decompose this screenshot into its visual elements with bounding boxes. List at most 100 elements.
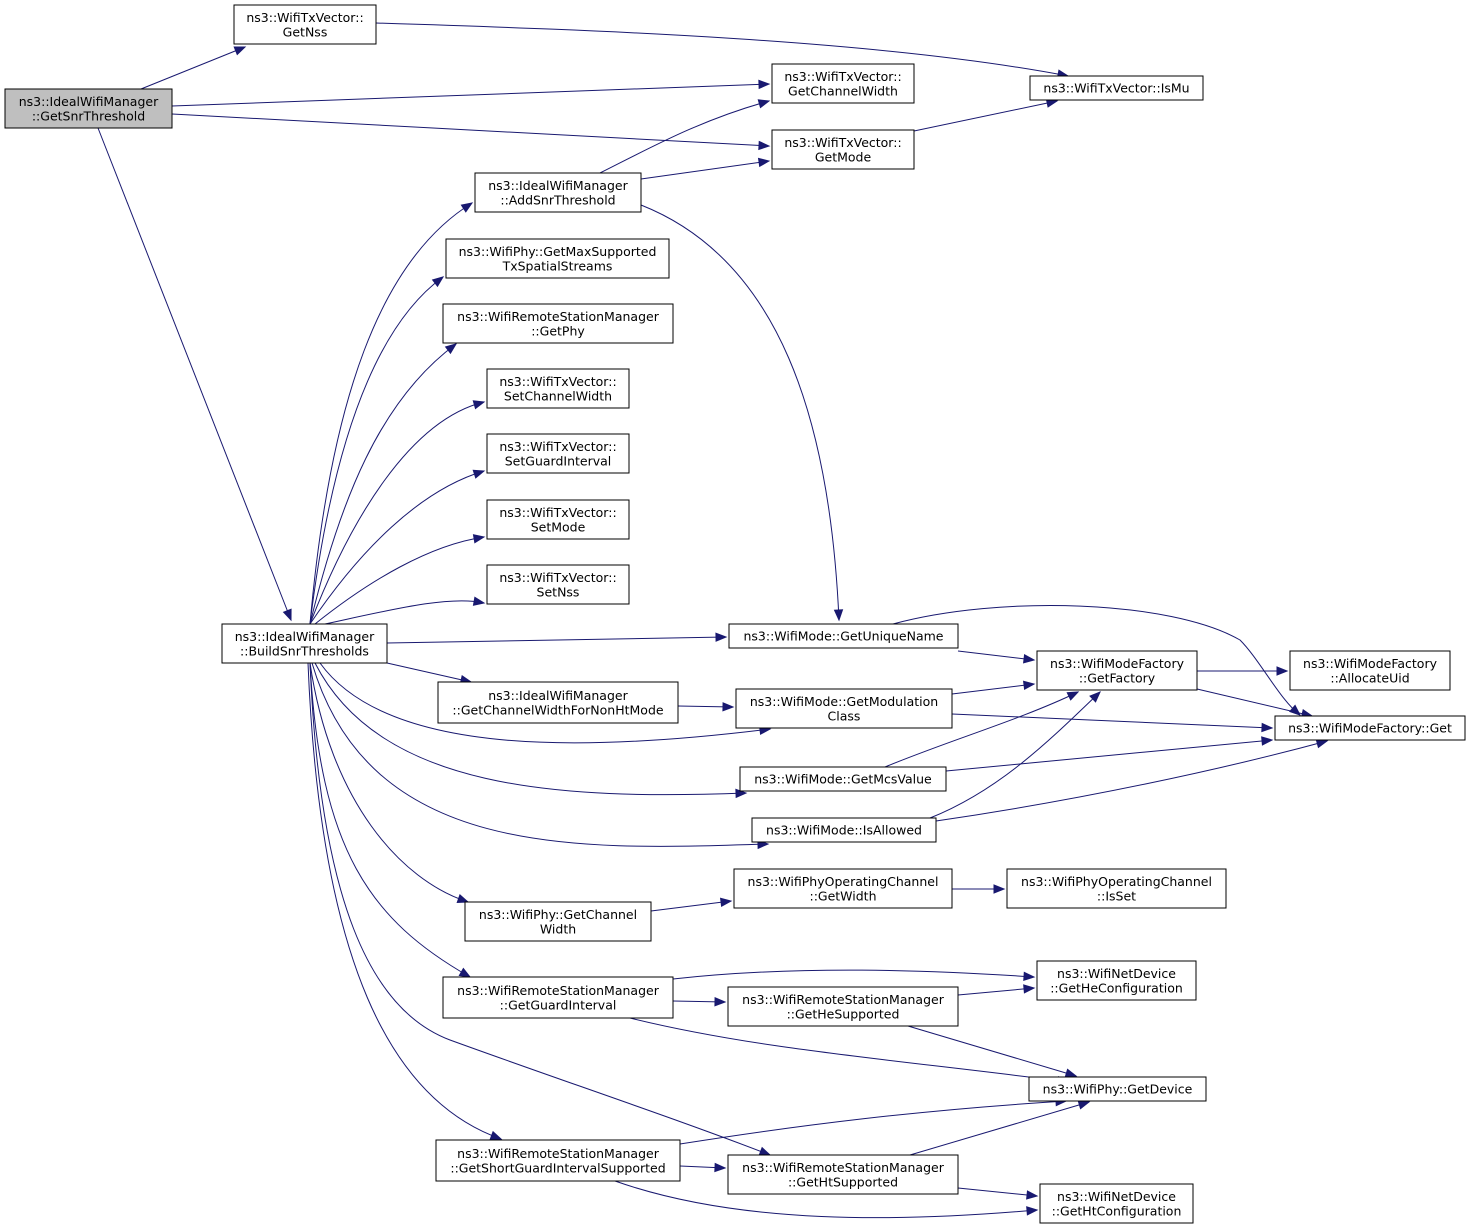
- node-getchw[interactable]: ns3::WifiTxVector::GetChannelWidth: [771, 63, 915, 104]
- node-label-line: ns3::WifiPhyOperatingChannel: [748, 874, 939, 889]
- edge-line: [386, 662, 472, 683]
- edge-line: [913, 100, 1058, 132]
- edge-getsnr-to-getmode: [171, 113, 771, 151]
- node-getdev[interactable]: ns3::WifiPhy::GetDevice: [1028, 1076, 1207, 1102]
- node-box: [1289, 650, 1451, 691]
- edge-uniq-to-getfactory: [957, 650, 1036, 664]
- edge-getgi-to-hecfg: [672, 969, 1036, 982]
- edge-layer: [97, 22, 1329, 1219]
- arrow-head-icon: [1064, 1068, 1078, 1078]
- node-box: [486, 368, 630, 409]
- node-hecfg[interactable]: ns3::WifiNetDevice::GetHeConfiguration: [1036, 960, 1197, 1001]
- arrow-head-icon: [993, 884, 1006, 894]
- edge-modcls-to-mfget: [951, 713, 1274, 733]
- edge-getsnr-to-getchw: [171, 79, 771, 107]
- node-alloc[interactable]: ns3::WifiModeFactory::AllocateUid: [1289, 650, 1451, 691]
- node-chwnonht[interactable]: ns3::IdealWifiManager::GetChannelWidthFo…: [437, 681, 679, 724]
- node-mfget[interactable]: ns3::WifiModeFactory::Get: [1274, 715, 1466, 741]
- edge-line: [324, 600, 485, 625]
- node-label-line: ns3::WifiModeFactory: [1050, 656, 1185, 671]
- node-getphy[interactable]: ns3::WifiRemoteStationManager::GetPhy: [442, 303, 674, 344]
- node-layer: ns3::IdealWifiManager::GetSnrThresholdns…: [4, 4, 1466, 1224]
- edge-line: [935, 740, 1328, 822]
- node-addsnr[interactable]: ns3::IdealWifiManager::AddSnrThreshold: [474, 172, 642, 213]
- arrow-head-icon: [1261, 722, 1274, 733]
- edge-line: [375, 22, 1069, 77]
- arrow-head-icon: [456, 894, 470, 903]
- node-setchw[interactable]: ns3::WifiTxVector::SetChannelWidth: [486, 368, 630, 409]
- node-getfactory[interactable]: ns3::WifiModeFactory::GetFactory: [1036, 650, 1198, 691]
- edge-isallowed-to-mfget: [935, 739, 1329, 822]
- edge-line: [314, 662, 747, 796]
- node-getmaxss[interactable]: ns3::WifiPhy::GetMaxSupportedTxSpatialSt…: [445, 238, 670, 279]
- edge-getfactory-to-alloc: [1197, 666, 1289, 676]
- node-label-line: ns3::IdealWifiManager: [488, 688, 628, 703]
- node-box: [4, 88, 173, 129]
- arrow-head-icon: [1023, 654, 1036, 664]
- edge-htsup-to-htcfg: [957, 1187, 1039, 1200]
- edge-hesup-to-hecfg: [957, 984, 1036, 996]
- node-box: [464, 901, 652, 942]
- node-label-line: Class: [828, 708, 861, 723]
- arrow-head-icon: [472, 596, 486, 606]
- edge-build-to-getphy: [309, 343, 458, 625]
- node-label-line: ns3::WifiPhyOperatingChannel: [1021, 874, 1212, 889]
- edge-line: [309, 276, 444, 625]
- edge-line: [929, 691, 1101, 819]
- node-getgi[interactable]: ns3::WifiRemoteStationManager::GetGuardI…: [442, 976, 674, 1019]
- node-label-line: ::GetHtConfiguration: [1052, 1203, 1182, 1218]
- node-uniq[interactable]: ns3::WifiMode::GetUniqueName: [728, 623, 959, 649]
- edge-line: [309, 202, 473, 625]
- edge-getsnr-to-getnss: [140, 46, 247, 90]
- node-setmode[interactable]: ns3::WifiTxVector::SetMode: [486, 499, 630, 540]
- edge-line: [309, 401, 485, 625]
- edge-line: [171, 113, 770, 147]
- edge-line: [957, 987, 1035, 996]
- node-label-line: ns3::IdealWifiManager: [19, 94, 159, 109]
- node-build[interactable]: ns3::IdealWifiManager::BuildSnrThreshold…: [221, 623, 388, 664]
- node-box: [739, 766, 947, 792]
- arrow-head-icon: [714, 1162, 727, 1173]
- arrow-head-icon: [431, 276, 445, 288]
- node-sgisup[interactable]: ns3::WifiRemoteStationManager::GetShortG…: [435, 1139, 681, 1182]
- arrow-head-icon: [758, 140, 771, 151]
- node-label-line: SetNss: [537, 584, 580, 599]
- node-box: [1006, 868, 1227, 909]
- node-label-line: TxSpatialStreams: [502, 258, 613, 273]
- node-getnss[interactable]: ns3::WifiTxVector::GetNss: [233, 4, 377, 45]
- node-htsup[interactable]: ns3::WifiRemoteStationManager::GetHtSupp…: [727, 1154, 959, 1195]
- node-mcs[interactable]: ns3::WifiMode::GetMcsValue: [739, 766, 947, 792]
- node-opisset[interactable]: ns3::WifiPhyOperatingChannel::IsSet: [1006, 868, 1227, 909]
- node-hesup[interactable]: ns3::WifiRemoteStationManager::GetHeSupp…: [727, 986, 959, 1027]
- node-label-line: ns3::WifiMode::GetUniqueName: [744, 629, 944, 644]
- edge-line: [599, 100, 770, 174]
- node-label-line: ns3::WifiPhy::GetChannel: [479, 907, 637, 922]
- edge-line: [309, 662, 771, 1156]
- edge-getgi-to-hesup: [672, 997, 727, 1007]
- edge-line: [650, 900, 732, 912]
- edge-opwidth-to-opisset: [952, 884, 1006, 894]
- edge-hesup-to-getdev: [907, 1025, 1078, 1078]
- edge-addsnr-to-getmode: [640, 157, 771, 180]
- node-opwidth[interactable]: ns3::WifiPhyOperatingChannel::GetWidth: [733, 868, 953, 909]
- arrow-head-icon: [1026, 1206, 1039, 1216]
- node-ismu[interactable]: ns3::WifiTxVector::IsMu: [1029, 75, 1204, 101]
- node-label-line: GetMode: [815, 149, 872, 164]
- node-htcfg[interactable]: ns3::WifiNetDevice::GetHtConfiguration: [1039, 1183, 1194, 1224]
- node-label-line: ::GetShortGuardIntervalSupported: [450, 1160, 665, 1175]
- edge-modcls-to-getfactory: [951, 680, 1036, 695]
- edge-build-to-sgisup: [307, 662, 503, 1140]
- node-isallowed[interactable]: ns3::WifiMode::IsAllowed: [751, 817, 937, 843]
- node-label-line: ns3::WifiModeFactory: [1303, 656, 1438, 671]
- node-label-line: SetGuardInterval: [505, 453, 612, 468]
- node-getmode[interactable]: ns3::WifiTxVector::GetMode: [771, 129, 915, 170]
- node-box: [486, 564, 630, 605]
- arrow-head-icon: [719, 897, 733, 908]
- node-label-line: ns3::WifiTxVector::: [246, 10, 363, 25]
- node-phychw[interactable]: ns3::WifiPhy::GetChannelWidth: [464, 901, 652, 942]
- edge-line: [311, 662, 769, 847]
- node-setnss[interactable]: ns3::WifiTxVector::SetNss: [486, 564, 630, 605]
- node-getsnr[interactable]: ns3::IdealWifiManager::GetSnrThreshold: [4, 88, 173, 129]
- node-setgi[interactable]: ns3::WifiTxVector::SetGuardInterval: [486, 433, 630, 474]
